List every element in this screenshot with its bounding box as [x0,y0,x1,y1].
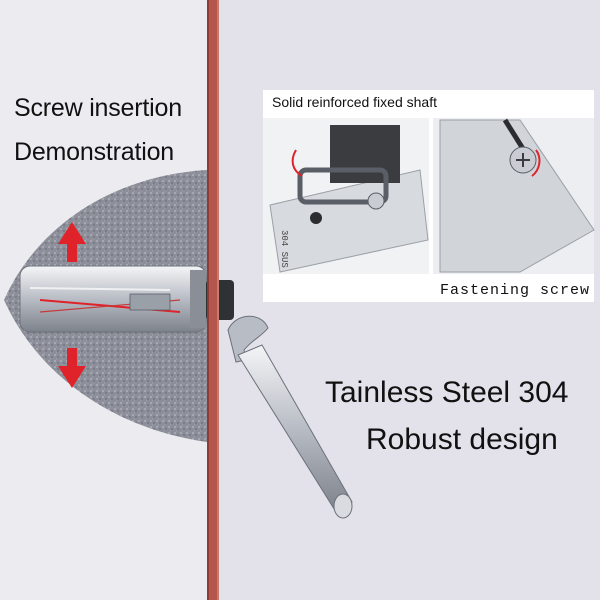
feature-line-1: Tainless Steel 304 [325,376,569,409]
caption-line-1: Screw insertion [14,94,182,122]
caption-line-2: Demonstration [14,138,174,166]
feature-line-2: Robust design [366,423,558,456]
screw-label: Fastening screw [440,282,591,299]
wall-line [207,0,219,600]
stamp-text: 304 SUS [279,230,289,268]
shaft-label: Solid reinforced fixed shaft [272,94,437,110]
